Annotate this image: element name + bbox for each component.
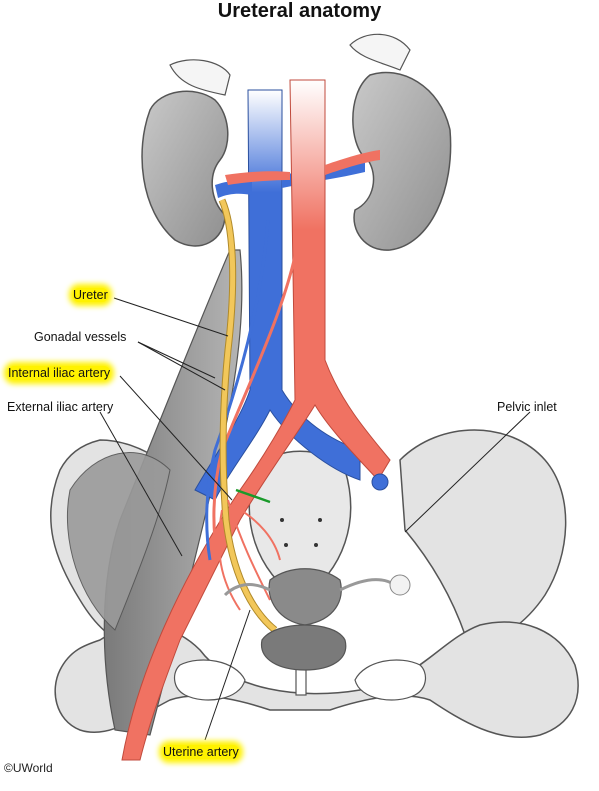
external-iliac-vein-end (371, 473, 389, 491)
bladder (260, 624, 347, 671)
right-kidney (349, 33, 452, 251)
label-external-iliac-artery: External iliac artery (7, 400, 114, 414)
label-internal-iliac-artery: Internal iliac artery (8, 366, 111, 380)
leader-lines (99, 297, 531, 741)
left-renal-artery (225, 171, 290, 185)
left-obturator-foramen (174, 659, 246, 701)
label-gonadal-vessels: Gonadal vessels (34, 330, 127, 344)
green-marker-line (235, 488, 271, 504)
sacrum (248, 450, 352, 601)
left-renal-vein (215, 180, 252, 198)
lower-pelvis (54, 621, 579, 739)
uterine-vessels (218, 499, 281, 611)
right-iliac-wing (399, 429, 567, 651)
gonadal-artery (212, 229, 302, 561)
diagram-title: Ureteral anatomy (217, 0, 382, 22)
label-ureter: Ureter (73, 288, 108, 302)
label-pelvic-inlet: Pelvic inlet (497, 400, 557, 414)
left-kidney (141, 59, 231, 247)
label-uterine-artery: Uterine artery (163, 745, 239, 759)
right-obturator-foramen (354, 659, 426, 701)
right-renal-artery (325, 150, 380, 175)
uterus (223, 568, 411, 626)
copyright-text: ©UWorld (4, 761, 53, 775)
inferior-vena-cava (194, 89, 361, 501)
iliacus-muscle (66, 452, 171, 631)
